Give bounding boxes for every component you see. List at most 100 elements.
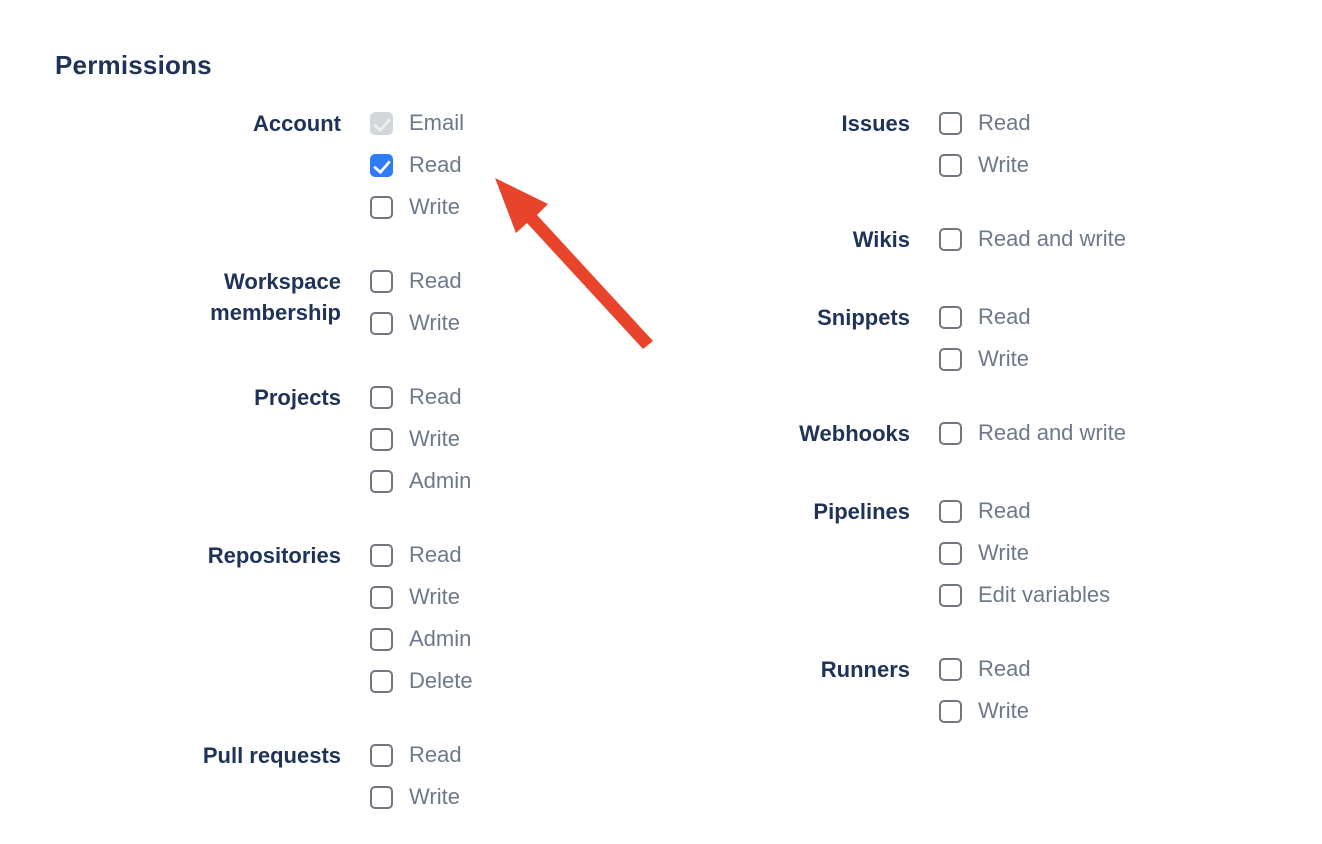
permission-group-label: Workspace membership — [55, 266, 341, 328]
permission-option-account-write[interactable]: Write — [370, 195, 464, 219]
permission-option-workspace-membership-write[interactable]: Write — [370, 311, 462, 335]
permission-group-workspace-membership: Workspace membership Read Write — [55, 269, 535, 335]
permission-option-wikis-read-and-write[interactable]: Read and write — [939, 227, 1126, 251]
checkbox-label[interactable]: Write — [978, 540, 1029, 565]
permission-group-account: Account Email Read Write — [55, 111, 535, 219]
checkbox-projects-admin[interactable] — [370, 469, 393, 493]
checkbox-webhooks-read-and-write[interactable] — [939, 421, 962, 445]
permission-option-account-read[interactable]: Read — [370, 153, 464, 177]
permission-group-label: Repositories — [55, 540, 341, 571]
permission-options-list: Read Write — [370, 269, 462, 335]
checkbox-snippets-read[interactable] — [939, 305, 962, 329]
checkbox-label[interactable]: Write — [978, 346, 1029, 371]
checkbox-label[interactable]: Admin — [409, 626, 472, 651]
permission-options-list: Read Write — [939, 305, 1031, 371]
checkbox-runners-read[interactable] — [939, 657, 962, 681]
permissions-page: Permissions Account Email Read Write Wor… — [0, 0, 1322, 809]
checkbox-label[interactable]: Delete — [409, 668, 473, 693]
permission-group-label: Issues — [745, 108, 911, 139]
checkbox-workspace-membership-write[interactable] — [370, 311, 393, 335]
permission-option-repositories-write[interactable]: Write — [370, 585, 473, 609]
checkbox-label[interactable]: Read — [409, 384, 462, 409]
checkbox-label[interactable]: Write — [978, 152, 1029, 177]
permission-group-pipelines: Pipelines Read Write Edit variables — [745, 499, 1126, 607]
permission-group-webhooks: Webhooks Read and write — [745, 421, 1126, 449]
checkbox-label[interactable]: Email — [409, 110, 465, 135]
checkbox-repositories-read[interactable] — [370, 543, 393, 567]
permission-option-workspace-membership-read[interactable]: Read — [370, 269, 462, 293]
checkbox-label[interactable]: Admin — [409, 468, 472, 493]
checkbox-label[interactable]: Read — [409, 152, 462, 177]
checkbox-label[interactable]: Write — [409, 584, 460, 609]
checkbox-issues-read[interactable] — [939, 111, 962, 135]
checkbox-label[interactable]: Read — [409, 542, 462, 567]
checkbox-label[interactable]: Write — [409, 784, 460, 809]
checkbox-label[interactable]: Read — [978, 656, 1031, 681]
permission-option-repositories-read[interactable]: Read — [370, 543, 473, 567]
checkbox-repositories-write[interactable] — [370, 585, 393, 609]
permission-group-label: Account — [55, 108, 341, 139]
permission-option-snippets-read[interactable]: Read — [939, 305, 1031, 329]
checkbox-label[interactable]: Read and write — [978, 420, 1126, 445]
permission-option-repositories-delete[interactable]: Delete — [370, 669, 473, 693]
checkbox-label[interactable]: Read — [978, 110, 1031, 135]
permission-option-pipelines-edit-variables[interactable]: Edit variables — [939, 583, 1110, 607]
checkbox-repositories-delete[interactable] — [370, 669, 393, 693]
checkbox-label[interactable]: Read — [409, 742, 462, 767]
permission-options-list: Read Write Admin Delete — [370, 543, 473, 693]
permission-group-label-text: Workspace membership — [210, 269, 341, 325]
permission-option-projects-admin[interactable]: Admin — [370, 469, 471, 493]
permission-group-label: Wikis — [745, 224, 910, 255]
checkbox-account-write[interactable] — [370, 195, 393, 219]
permission-option-account-email[interactable]: Email — [370, 111, 464, 135]
permission-option-pipelines-write[interactable]: Write — [939, 541, 1110, 565]
permission-option-runners-write[interactable]: Write — [939, 699, 1031, 723]
permission-group-label-text: Issues — [841, 111, 911, 136]
checkbox-workspace-membership-read[interactable] — [370, 269, 393, 293]
checkbox-issues-write[interactable] — [939, 153, 962, 177]
checkbox-pull-requests-read[interactable] — [370, 743, 393, 767]
page-title: Permissions — [55, 50, 212, 80]
permission-group-wikis: Wikis Read and write — [745, 227, 1126, 255]
permission-option-runners-read[interactable]: Read — [939, 657, 1031, 681]
permission-option-repositories-admin[interactable]: Admin — [370, 627, 473, 651]
checkbox-label[interactable]: Edit variables — [978, 582, 1111, 607]
checkbox-snippets-write[interactable] — [939, 347, 962, 371]
checkbox-wikis-read-and-write[interactable] — [939, 227, 962, 251]
permission-group-label-text: Pull requests — [202, 743, 341, 768]
permission-group-label: Pipelines — [745, 496, 910, 527]
checkbox-label[interactable]: Read — [409, 268, 462, 293]
checkbox-pipelines-read[interactable] — [939, 499, 962, 523]
checkbox-pipelines-write[interactable] — [939, 541, 962, 565]
permission-option-snippets-write[interactable]: Write — [939, 347, 1031, 371]
permission-option-pull-requests-read[interactable]: Read — [370, 743, 462, 767]
permission-option-projects-write[interactable]: Write — [370, 427, 471, 451]
permission-options-list: Read Write — [370, 743, 462, 809]
checkbox-pull-requests-write[interactable] — [370, 785, 393, 809]
permission-group-pull-requests: Pull requests Read Write — [55, 743, 535, 809]
checkbox-repositories-admin[interactable] — [370, 627, 393, 651]
checkbox-label[interactable]: Read and write — [978, 226, 1126, 251]
checkbox-label[interactable]: Write — [409, 310, 460, 335]
permission-options-list: Email Read Write — [370, 111, 464, 219]
permission-option-projects-read[interactable]: Read — [370, 385, 471, 409]
permission-option-pull-requests-write[interactable]: Write — [370, 785, 462, 809]
permission-group-label-text: Pipelines — [813, 499, 910, 524]
permission-option-webhooks-read-and-write[interactable]: Read and write — [939, 421, 1126, 445]
permission-option-pipelines-read[interactable]: Read — [939, 499, 1110, 523]
checkbox-pipelines-edit-variables[interactable] — [939, 583, 962, 607]
permission-options-list: Read and write — [939, 227, 1126, 251]
checkbox-label[interactable]: Write — [409, 194, 460, 219]
checkbox-label[interactable]: Write — [978, 698, 1029, 723]
checkbox-runners-write[interactable] — [939, 699, 962, 723]
permission-option-issues-read[interactable]: Read — [939, 111, 1031, 135]
checkbox-account-read[interactable] — [370, 153, 393, 177]
checkbox-label[interactable]: Read — [978, 498, 1031, 523]
checkbox-label[interactable]: Read — [978, 304, 1031, 329]
permission-options-list: Read Write — [939, 657, 1031, 723]
checkbox-projects-read[interactable] — [370, 385, 393, 409]
permission-option-issues-write[interactable]: Write — [939, 153, 1031, 177]
permission-group-label: Snippets — [745, 302, 910, 333]
checkbox-label[interactable]: Write — [409, 426, 460, 451]
checkbox-projects-write[interactable] — [370, 427, 393, 451]
